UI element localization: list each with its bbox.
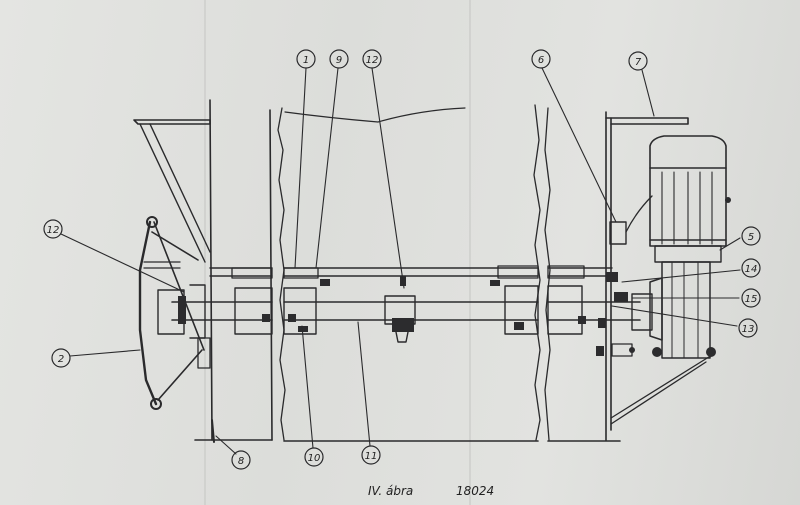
handwheel xyxy=(138,216,211,410)
callout-12-left-label: 12 xyxy=(47,225,60,236)
callout-12-top: 12 xyxy=(362,49,382,69)
callout-12-left: 12 xyxy=(43,219,63,239)
callout-10: 10 xyxy=(304,447,324,467)
callout-5: 5 xyxy=(741,226,761,246)
callout-14-label: 14 xyxy=(745,264,758,275)
machine-frame xyxy=(133,99,713,443)
callout-14: 14 xyxy=(741,258,761,278)
callout-8: 8 xyxy=(231,450,251,470)
main-shaft xyxy=(171,276,641,343)
callout-9-label: 9 xyxy=(336,55,342,66)
upper-rail xyxy=(209,265,613,286)
callout-1-label: 1 xyxy=(303,55,309,66)
figure-caption-number: 18024 xyxy=(456,484,494,498)
callout-9: 9 xyxy=(329,49,349,69)
callout-6: 6 xyxy=(531,49,551,69)
callout-10-label: 10 xyxy=(308,453,321,464)
callout-5-label: 5 xyxy=(748,232,754,243)
callout-1: 1 xyxy=(296,49,316,69)
callout-8-label: 8 xyxy=(238,456,244,467)
callout-11: 11 xyxy=(361,445,381,465)
callout-11-label: 11 xyxy=(365,451,378,462)
callout-15-label: 15 xyxy=(745,294,758,305)
callout-7-label: 7 xyxy=(635,57,642,68)
leader-lines xyxy=(60,67,741,455)
callout-13-label: 13 xyxy=(742,324,755,335)
callout-13: 13 xyxy=(738,318,758,338)
callout-2-label: 2 xyxy=(58,354,64,365)
callout-7: 7 xyxy=(628,51,648,71)
callout-15: 15 xyxy=(741,288,761,308)
callout-12-top-label: 12 xyxy=(366,55,379,66)
electric-motor xyxy=(596,135,731,359)
callout-2: 2 xyxy=(51,348,71,368)
callout-6-label: 6 xyxy=(538,55,544,66)
figure-caption-label: IV. ábra xyxy=(368,484,413,498)
